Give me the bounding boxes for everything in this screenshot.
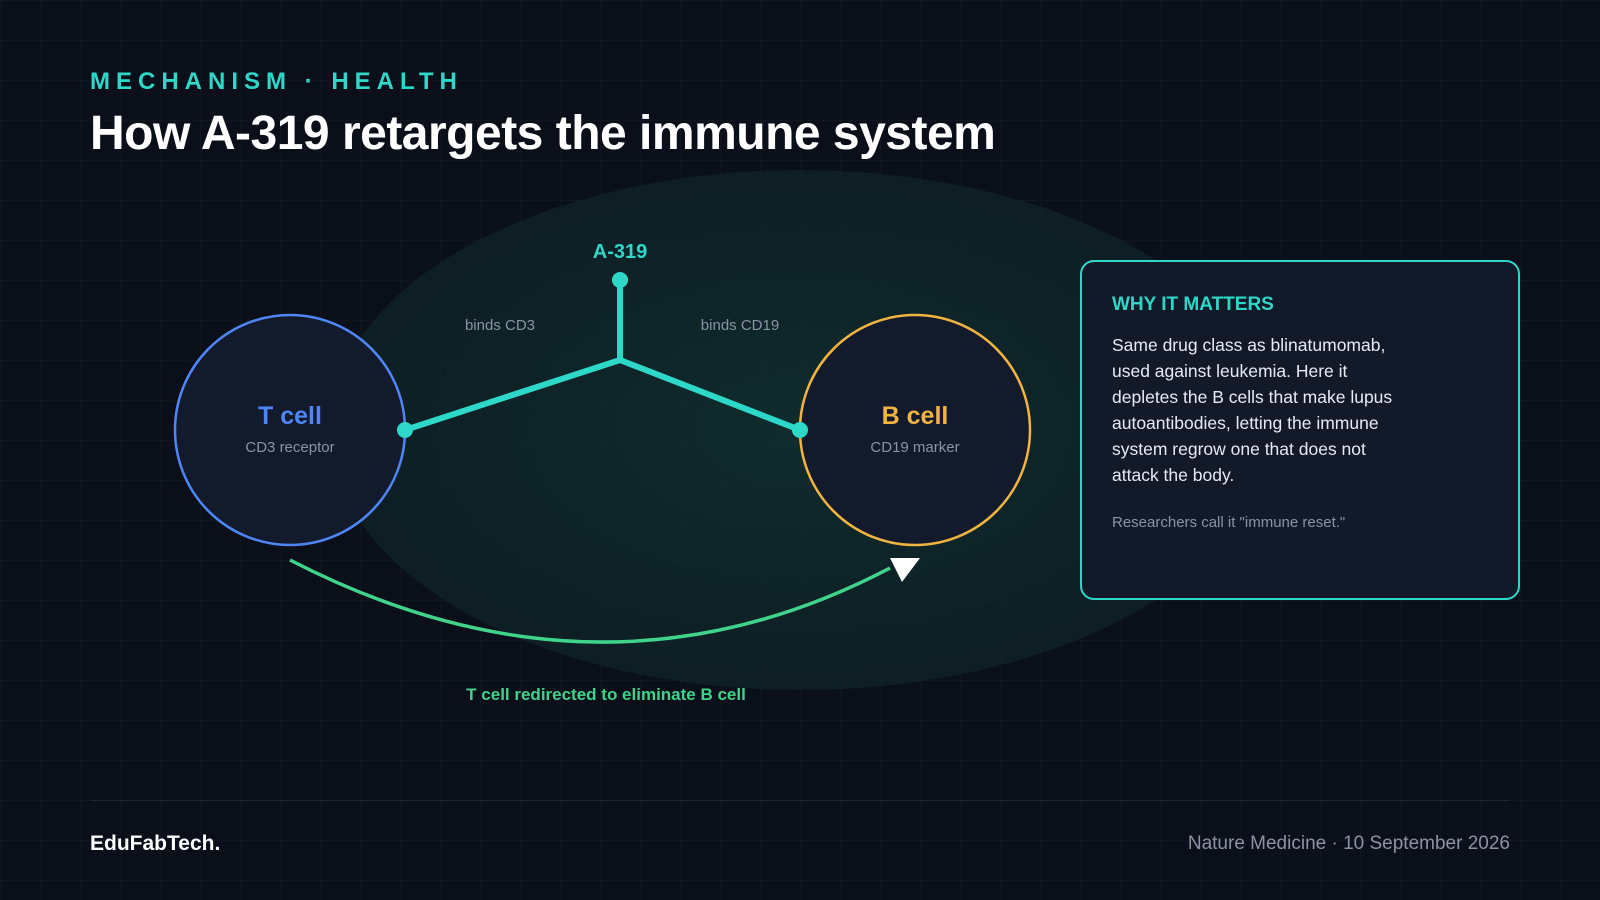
left-arm-label: binds CD3 xyxy=(465,317,535,334)
t-cell-sublabel: CD3 receptor xyxy=(245,439,334,456)
redirect-arrowhead xyxy=(890,558,920,582)
card-note: Researchers call it "immune reset." xyxy=(1112,514,1346,531)
redirect-arrow xyxy=(289,558,891,644)
t-cell-circle xyxy=(173,313,407,547)
brand-logo: EduFabTech. xyxy=(90,832,221,855)
card-heading: WHY IT MATTERS xyxy=(1112,294,1274,315)
a319-molecule xyxy=(397,272,808,438)
b-cell-circle xyxy=(798,313,1032,547)
drug-label: A-319 xyxy=(593,241,647,263)
molecule-top-node xyxy=(612,272,628,288)
footer-divider xyxy=(90,800,1510,801)
right-arm-label: binds CD19 xyxy=(701,317,779,334)
b-cell-sublabel: CD19 marker xyxy=(870,439,959,456)
molecule-left-arm xyxy=(402,357,623,433)
b-cell-label: B cell xyxy=(882,402,949,430)
t-cell-label: T cell xyxy=(258,402,322,430)
card-body: Same drug class as blinatumomab, used ag… xyxy=(1112,335,1393,485)
molecule-left-node xyxy=(397,422,413,438)
why-it-matters-card: WHY IT MATTERS Same drug class as blinat… xyxy=(1080,260,1520,600)
page-title: How A-319 retargets the immune system xyxy=(90,107,996,160)
redirect-label: T cell redirected to eliminate B cell xyxy=(466,685,746,704)
molecule-right-arm xyxy=(617,357,803,433)
molecule-right-node xyxy=(792,422,808,438)
section-kicker: MECHANISM · HEALTH xyxy=(90,68,463,95)
source-citation: Nature Medicine · 10 September 2026 xyxy=(1187,833,1510,854)
